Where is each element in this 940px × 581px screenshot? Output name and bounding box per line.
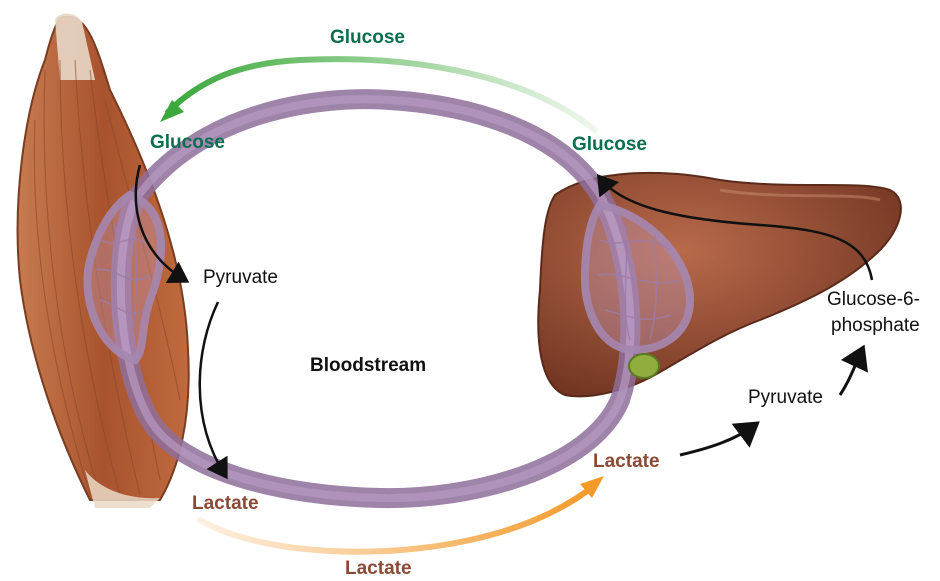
label-glucose-muscle: Glucose <box>150 133 225 152</box>
label-glucose-6-phosphate-line2: phosphate <box>831 316 920 335</box>
label-glucose-6-phosphate-line1: Glucose-6- <box>827 290 920 309</box>
pyruvate-to-lactate-arrow <box>200 302 225 475</box>
label-bloodstream: Bloodstream <box>310 356 426 375</box>
label-glucose-top: Glucose <box>330 28 405 47</box>
label-glucose-liver: Glucose <box>572 135 647 154</box>
pyruvate-to-g6p-arrow <box>840 350 862 395</box>
label-pyruvate-liver: Pyruvate <box>748 388 823 407</box>
label-lactate-liver: Lactate <box>593 452 660 471</box>
label-lactate-muscle: Lactate <box>192 494 259 513</box>
gallbladder-illustration <box>629 354 659 378</box>
label-pyruvate-muscle: Pyruvate <box>203 268 278 287</box>
lactate-to-pyruvate-arrow <box>680 425 755 455</box>
label-lactate-bottom: Lactate <box>345 559 412 578</box>
